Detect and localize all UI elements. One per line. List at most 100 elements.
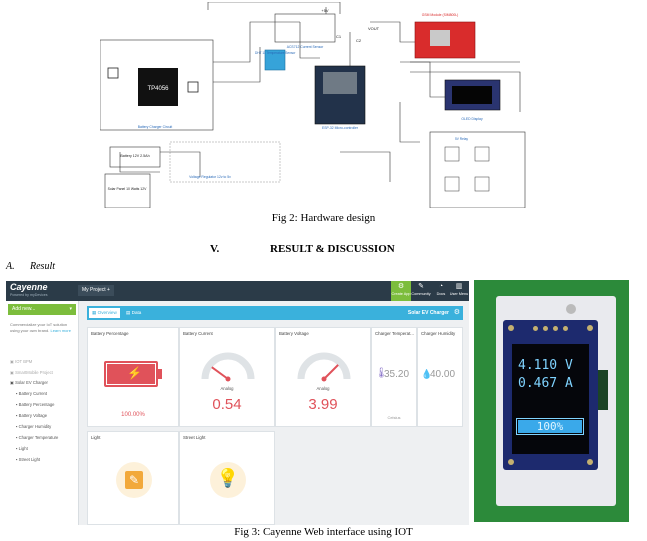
oled-progress-bar: 100% xyxy=(516,418,584,435)
relay-box xyxy=(429,131,526,208)
widget-unit: Celsius xyxy=(387,415,401,420)
device-icon: ▪ xyxy=(16,435,19,440)
gauge-type: Analog xyxy=(220,386,234,391)
add-new-button[interactable]: Add new... ▾ xyxy=(8,304,76,315)
create-app-button[interactable]: ⚙Create App xyxy=(391,281,411,301)
widget-title: Light xyxy=(91,435,101,440)
oled-label: OLED Display xyxy=(461,117,483,121)
cayenne-top-bar: Cayenne Powered by myDevices My Project … xyxy=(6,281,469,301)
oled-progress-fill xyxy=(518,420,582,433)
sidebar-item-label: Charger Temperature xyxy=(18,435,59,440)
tp4056-chip xyxy=(138,68,178,106)
fig3-caption: Fig 3: Cayenne Web interface using IOT xyxy=(234,526,413,538)
add-new-label: Add new... xyxy=(12,306,36,312)
user-menu-label: User Menu xyxy=(449,292,469,296)
device-tab-bar: ▦ Overview ▤ Data Solar EV Charger ⚙ xyxy=(87,306,463,320)
project-name: My Project xyxy=(82,287,106,293)
droplet-icon: 💧 xyxy=(421,369,433,379)
promo-text: Commercialize your IoT solution using yo… xyxy=(10,322,76,333)
dht11-sensor xyxy=(264,49,286,71)
sidebar-item[interactable]: ▣ SmartMobile Project xyxy=(10,370,53,375)
tab-data[interactable]: ▤ Data xyxy=(126,310,142,315)
esp32-label: ESP-32 Micro-controller xyxy=(322,126,359,130)
widget-title: Battery Percentage xyxy=(91,331,129,336)
oled-current: 0.467 A xyxy=(518,376,573,391)
docs-label: Docs xyxy=(436,292,446,296)
sidebar-item[interactable]: ▣ IOT BPM xyxy=(10,359,32,364)
sidebar-item[interactable]: ▪ Battery Voltage xyxy=(16,413,47,418)
sidebar-item-label: Light xyxy=(18,446,28,451)
widget-battery-current[interactable]: Battery Current Analog 0.54 xyxy=(179,327,275,427)
solar-panel-box xyxy=(104,173,151,208)
battery-charger-box xyxy=(100,39,214,131)
promo-body: Commercialize your IoT solution using yo… xyxy=(10,322,68,333)
gear-icon[interactable]: ⚙ xyxy=(453,309,460,316)
widget-value: 35.20 xyxy=(384,369,410,380)
subsection-letter: A. xyxy=(6,261,15,272)
regulator-label: Voltage Regulator 12v to 5v xyxy=(189,175,231,179)
device-icon: ▣ xyxy=(10,380,16,385)
oled-progress-label: 100% xyxy=(536,420,564,433)
widget-value: 100.00% xyxy=(121,412,145,418)
plus-icon: + xyxy=(107,287,110,293)
device-icon: ▪ xyxy=(16,402,19,407)
docs-button[interactable]: ◔Docs xyxy=(431,281,451,301)
tab-overview[interactable]: ▦ Overview xyxy=(89,308,120,318)
sidebar-item-label: Solar EV Charger xyxy=(15,380,48,385)
sidebar-item[interactable]: ▪ Battery Current xyxy=(16,391,47,396)
sidebar-item[interactable]: ▪ Battery Percentage xyxy=(16,402,55,407)
bolt-icon: ⚡ xyxy=(127,366,142,380)
user-icon: ▥ xyxy=(455,283,463,290)
community-icon: ✎ xyxy=(418,283,424,290)
widget-charger-humidity[interactable]: Charger Humidity 💧 40.00 xyxy=(417,327,463,427)
sidebar-item[interactable]: ▣ Solar EV Charger xyxy=(10,380,48,385)
widget-battery-percentage[interactable]: Battery Percentage ⚡ 100.00% xyxy=(87,327,179,427)
widget-charger-temperature[interactable]: Charger Temperat... 🌡 35.20 Celsius xyxy=(371,327,417,427)
user-menu-button[interactable]: ▥ User Menu xyxy=(449,281,469,301)
dht-label: DHT 11 Temperature Sensor xyxy=(255,51,296,55)
widget-street-light[interactable]: Street Light 💡 xyxy=(179,431,275,525)
sidebar-item-label: Battery Current xyxy=(18,391,48,396)
oled-board: 4.110 V 0.467 A 100% xyxy=(503,320,598,470)
section-title: RESULT & DISCUSSION xyxy=(270,243,395,255)
sidebar-item[interactable]: ▪ Light xyxy=(16,446,28,451)
c1-label: C1 xyxy=(336,34,342,39)
chevron-down-icon: ▾ xyxy=(69,306,72,312)
sidebar-item[interactable]: ▪ Street Light xyxy=(16,457,40,462)
create-app-label: Create App xyxy=(391,292,411,296)
tab-overview-label: Overview xyxy=(97,310,117,315)
current-sensor-box xyxy=(274,13,336,43)
sidebar-item-label: Street Light xyxy=(18,457,41,462)
street-light-toggle[interactable]: 💡 xyxy=(210,462,246,498)
relay-label: 5V Relay xyxy=(455,137,468,141)
fig2-caption: Fig 2: Hardware design xyxy=(271,212,376,224)
tab-data-label: Data xyxy=(131,310,142,315)
widget-battery-voltage[interactable]: Battery Voltage Analog 3.99 xyxy=(275,327,371,427)
sidebar-item-label: Battery Percentage xyxy=(18,402,55,407)
cayenne-logo: Cayenne xyxy=(10,282,48,292)
tp4056-label: TP4056 xyxy=(147,86,169,92)
widget-title: Charger Temperat... xyxy=(375,331,414,336)
device-icon: ▪ xyxy=(16,457,19,462)
cayenne-main: ▦ Overview ▤ Data Solar EV Charger ⚙ Bat… xyxy=(82,301,469,525)
widget-light[interactable]: Light ✎ xyxy=(87,431,179,525)
sidebar-item[interactable]: ▪ Charger Humidity xyxy=(16,424,51,429)
gauge-current xyxy=(201,352,255,382)
sidebar-item[interactable]: ▪ Charger Temperature xyxy=(16,435,58,440)
widget-value: 0.54 xyxy=(212,396,242,413)
sidebar-item-label: Battery Voltage xyxy=(18,413,48,418)
community-button[interactable]: ✎Community xyxy=(411,281,431,301)
battery-box xyxy=(109,146,161,168)
light-toggle[interactable]: ✎ xyxy=(116,462,152,498)
learn-more-link[interactable]: Learn more xyxy=(50,327,71,333)
device-icon: ▣ xyxy=(10,369,16,375)
current-sensor-label: ACS712 Current Sensor xyxy=(287,45,324,49)
widget-title: Battery Voltage xyxy=(279,331,309,336)
project-selector[interactable]: My Project + xyxy=(78,285,114,296)
oled-photo: 4.110 V 0.467 A 100% xyxy=(474,280,629,522)
oled-voltage: 4.110 V xyxy=(518,358,573,373)
sidebar-item-label: Charger Humidity xyxy=(18,424,52,429)
section-number: V. xyxy=(210,243,220,255)
device-icon: ▪ xyxy=(16,424,19,429)
thermometer-icon: 🌡 xyxy=(375,368,388,379)
